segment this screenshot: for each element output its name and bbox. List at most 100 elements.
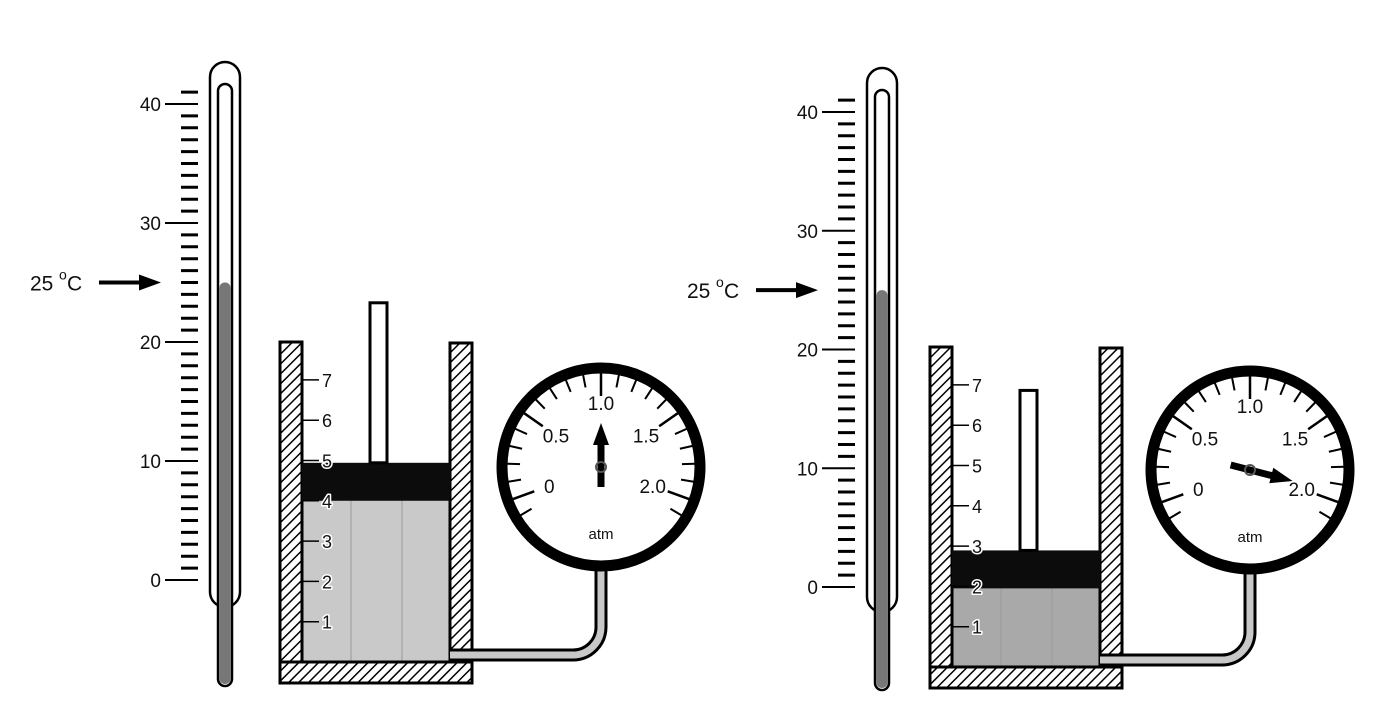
volume-label: 7 — [322, 371, 332, 391]
gauge-minor-tick — [1329, 481, 1343, 486]
gauge-minor-tick — [534, 398, 546, 410]
gas — [952, 588, 1100, 667]
gas — [302, 500, 450, 662]
gauge-label: 0 — [1193, 480, 1204, 501]
volume-scale: 1 2 3 4 5 6 7 — [302, 369, 334, 634]
gauge-minor-tick — [1163, 430, 1177, 438]
needle-pivot — [1244, 464, 1256, 476]
gauge-major-tick — [1316, 493, 1339, 504]
pipe — [1100, 570, 1254, 664]
gauge-major-tick — [1172, 415, 1193, 431]
gauge-label: 0.5 — [543, 426, 569, 447]
cylinder: 1 2 3 4 5 6 7 — [928, 345, 1124, 690]
gauge-minor-tick — [644, 387, 654, 400]
cylinder-base — [928, 665, 1124, 690]
volume-label: 5 — [972, 457, 982, 477]
volume-label: 6 — [322, 411, 332, 431]
volume-label: 7 — [972, 376, 982, 396]
gauge-minor-tick — [615, 374, 620, 388]
thermometer-label: 40 — [797, 103, 818, 124]
gauge-minor-tick — [1264, 377, 1269, 391]
volume-scale: 1 2 3 4 5 6 7 — [952, 374, 984, 639]
mercury-column — [876, 290, 888, 688]
pressure-gauge: atm 0 0.5 1.0 1.5 2.0 — [1145, 365, 1355, 575]
volume-label: 5 — [322, 452, 332, 472]
gauge-label: 0.5 — [1192, 429, 1218, 450]
temperature-value: 25 — [687, 280, 710, 303]
needle-arrow-icon — [593, 423, 609, 445]
gauge-label: 1.5 — [1282, 429, 1308, 450]
arrow-head-icon — [139, 274, 161, 291]
gauge-minor-tick — [1197, 390, 1207, 403]
piston — [302, 462, 450, 501]
gauge-minor-tick — [514, 427, 528, 435]
volume-label: 2 — [322, 572, 332, 592]
gauge-minor-tick — [1279, 382, 1287, 396]
temperature-unit: C — [67, 273, 82, 296]
cylinder-right-wall — [448, 341, 474, 685]
gauge-minor-tick — [680, 478, 694, 483]
gauge-minor-tick — [548, 387, 558, 400]
thermometer-label: 30 — [140, 214, 161, 235]
thermometer-label: 10 — [797, 459, 818, 480]
gauge-minor-tick — [1293, 390, 1303, 403]
gauge-minor-tick — [564, 379, 572, 393]
gauge-minor-tick — [679, 444, 693, 450]
gauge-major-tick — [512, 490, 535, 501]
volume-label: 6 — [972, 416, 982, 436]
gauge-label: 1.0 — [1237, 397, 1263, 418]
gauge-label: 1.5 — [633, 426, 659, 447]
pipe — [450, 567, 605, 659]
gauge-minor-tick — [656, 398, 668, 410]
volume-label: 4 — [322, 492, 332, 512]
temperature-value: 25 — [30, 273, 53, 296]
thermometer-label: 40 — [140, 95, 161, 116]
thermometer-label: 0 — [807, 578, 818, 599]
gauge-minor-tick — [1213, 382, 1221, 396]
needle-pivot — [595, 461, 607, 473]
gauge-label: 2.0 — [1288, 480, 1314, 501]
cylinder-right-wall — [1098, 346, 1124, 690]
cylinder-left-wall — [928, 345, 954, 690]
gauge-unit: atm — [1237, 529, 1262, 546]
gauge-label: 1.0 — [588, 394, 614, 415]
gauge-needle — [1229, 461, 1277, 480]
degree-symbol: o — [716, 274, 724, 290]
gauge-minor-tick — [1328, 447, 1342, 453]
temperature-unit: C — [724, 280, 739, 303]
volume-label: 1 — [972, 618, 982, 638]
needle-arrow-icon — [1269, 467, 1293, 484]
arrow-head-icon — [796, 282, 818, 299]
mercury-column — [219, 282, 231, 684]
thermometer-label: 0 — [150, 571, 161, 592]
gauge-minor-tick — [1318, 510, 1332, 520]
volume-label: 1 — [322, 613, 332, 633]
piston-rod — [368, 301, 389, 465]
gauge-minor-tick — [1183, 401, 1195, 413]
volume-label: 2 — [972, 577, 982, 597]
gauge-unit: atm — [588, 526, 613, 543]
gauge-minor-tick — [1158, 447, 1172, 453]
gauge-minor-tick — [669, 507, 683, 517]
gauge-minor-tick — [630, 379, 638, 393]
gauge-major-tick — [523, 412, 544, 428]
thermometer-label: 30 — [797, 222, 818, 243]
volume-label: 3 — [972, 537, 982, 557]
piston-rod — [1018, 388, 1039, 552]
thermometer-label: 20 — [797, 341, 818, 362]
volume-label: 3 — [322, 532, 332, 552]
volume-label: 4 — [972, 497, 982, 517]
gauge-minor-tick — [674, 427, 688, 435]
gauge-major-tick — [1161, 493, 1184, 504]
gauge-minor-tick — [508, 478, 522, 483]
gauge-major-tick — [1307, 415, 1328, 431]
cylinder-left-wall — [278, 340, 304, 685]
gauge-minor-tick — [1157, 481, 1171, 486]
